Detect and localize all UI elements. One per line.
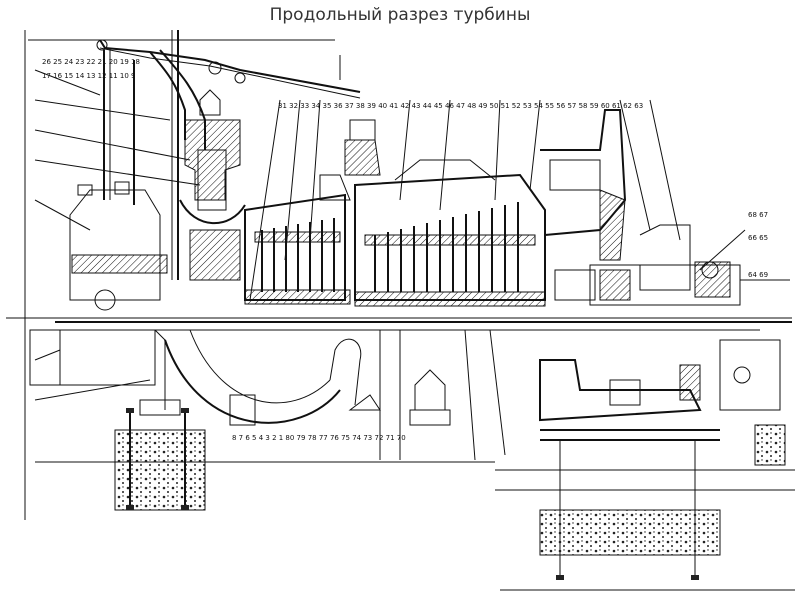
anchor-bolts xyxy=(126,408,699,580)
label-right-column-2: 64 69 xyxy=(748,271,768,279)
label-left-column-0: 26 25 24 23 22 21 20 19 18 xyxy=(42,58,140,66)
hp-cylinder xyxy=(244,174,351,305)
label-right-column-1: 66 65 xyxy=(748,234,768,242)
label-left-column-1: 17 16 15 14 13 12 11 10 9 xyxy=(42,72,136,80)
rear-bearing-generator-coupling xyxy=(589,224,790,306)
frame-lines xyxy=(6,30,795,591)
front-bearing-pedestal xyxy=(29,181,168,386)
foundation xyxy=(114,329,786,580)
leader-lines xyxy=(34,69,746,461)
label-top-row: 31 32 33 34 35 36 37 38 39 40 41 42 43 4… xyxy=(278,102,643,110)
label-right-column-0: 68 67 xyxy=(748,211,768,219)
steam-pipes xyxy=(96,30,361,280)
exhaust-hood xyxy=(540,109,627,301)
label-bottom-row: 8 7 6 5 4 3 2 1 80 79 78 77 76 75 74 73 … xyxy=(232,434,406,442)
lp-cylinder xyxy=(344,119,546,307)
control-valve-casing xyxy=(179,89,246,281)
slide-title: Продольный разрез турбины xyxy=(269,5,531,25)
